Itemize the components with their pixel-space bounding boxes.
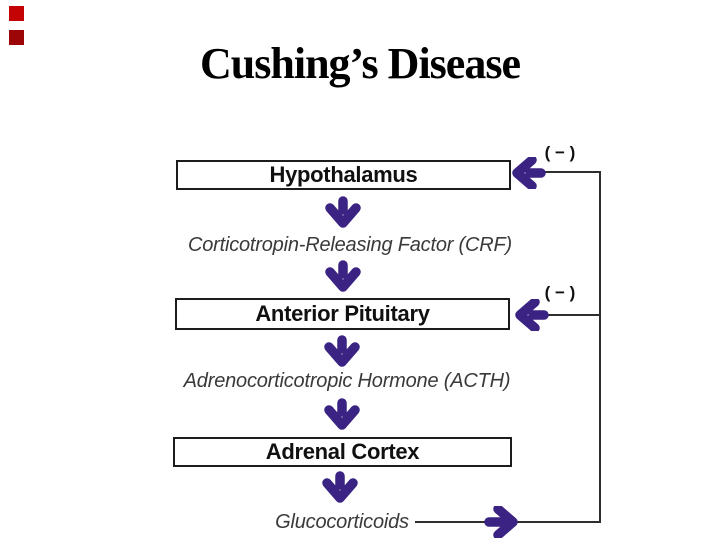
feedback-line-to-hypothalamus	[540, 171, 601, 173]
feedback-line-vertical	[599, 171, 601, 523]
arrow-down-icon	[324, 398, 360, 430]
node-box-hypothalamus: Hypothalamus	[176, 160, 511, 190]
arrow-down-icon	[325, 196, 361, 228]
arrow-down-icon	[324, 335, 360, 367]
label-glucocorticoids: Glucocorticoids	[275, 511, 409, 533]
red-square-decor-bottom	[9, 30, 24, 45]
page-title: Cushing’s Disease	[200, 39, 521, 88]
node-label-anterior-pituitary: Anterior Pituitary	[255, 301, 430, 326]
arrow-left-icon	[512, 157, 546, 189]
red-square-decor-top	[9, 6, 24, 21]
label-acth: Adrenocorticotropic Hormone (ACTH)	[183, 370, 511, 392]
node-box-adrenal-cortex: Adrenal Cortex	[173, 437, 512, 467]
node-label-hypothalamus: Hypothalamus	[269, 162, 418, 187]
arrow-right-icon	[484, 506, 518, 538]
arrow-down-icon	[322, 471, 358, 503]
arrow-down-icon	[325, 260, 361, 292]
node-label-adrenal-cortex: Adrenal Cortex	[265, 439, 420, 464]
negative-sign-hypothalamus: ( − )	[544, 143, 576, 162]
negative-sign-anterior-pituitary: ( − )	[544, 283, 576, 302]
label-crf: Corticotropin-Releasing Factor (CRF)	[187, 234, 512, 256]
arrow-left-icon	[515, 299, 549, 331]
feedback-line-to-anterior-pituitary	[540, 314, 601, 316]
node-box-anterior-pituitary: Anterior Pituitary	[175, 298, 510, 330]
